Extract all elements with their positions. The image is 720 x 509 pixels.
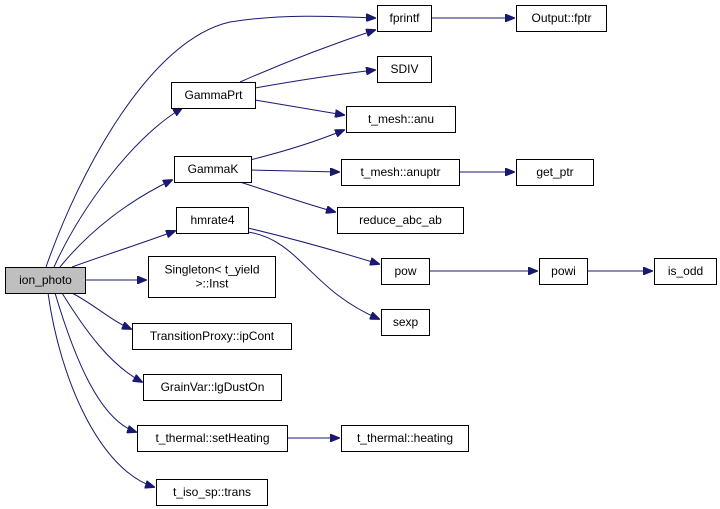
node-box <box>377 5 432 32</box>
node-label: is_odd <box>668 264 703 278</box>
edge-GammaK-to-t_mesh_anu <box>249 130 344 161</box>
node-label: reduce_abc_ab <box>359 213 442 227</box>
node-box <box>346 106 456 133</box>
node-box <box>137 425 288 452</box>
node-pow[interactable]: pow <box>381 258 430 285</box>
node-label: hmrate4 <box>190 213 234 227</box>
node-powi[interactable]: powi <box>539 258 588 285</box>
node-label: GammaPrt <box>184 88 243 102</box>
edge-ion_photo-to-t_thermal_setHeating <box>54 292 136 432</box>
node-label: get_ptr <box>536 165 573 179</box>
edge-GammaPrt-to-SDIV <box>254 70 375 89</box>
node-box <box>174 156 252 183</box>
node-fprintf[interactable]: fprintf <box>377 5 432 32</box>
node-label: t_iso_sp::trans <box>173 485 251 499</box>
edge-GammaK-to-t_mesh_anuptr <box>250 170 339 172</box>
node-box <box>654 258 717 285</box>
node-t_iso_sp_trans[interactable]: t_iso_sp::trans <box>156 479 268 506</box>
node-label: GrainVar::lgDustOn <box>161 380 265 394</box>
edge-hmrate4-to-sexp <box>247 231 379 319</box>
edge-GammaK-to-reduce_abc_ab <box>239 181 335 212</box>
node-label: powi <box>551 264 576 278</box>
node-GrainVar_lgDustOn[interactable]: GrainVar::lgDustOn <box>143 374 282 401</box>
node-label: SDIV <box>390 62 418 76</box>
node-sexp[interactable]: sexp <box>381 309 430 336</box>
node-get_ptr[interactable]: get_ptr <box>516 159 594 186</box>
node-t_mesh_anuptr[interactable]: t_mesh::anuptr <box>341 159 460 186</box>
node-is_odd[interactable]: is_odd <box>654 258 717 285</box>
edge-ion_photo-to-TransitionProxy_ipCont <box>71 292 131 329</box>
node-box <box>148 256 276 298</box>
node-t_thermal_setHeating[interactable]: t_thermal::setHeating <box>137 425 288 452</box>
node-label: >::Inst <box>195 277 229 291</box>
node-label: TransitionProxy::ipCont <box>150 329 275 343</box>
edge-ion_photo-to-t_iso_sp_trans <box>47 292 154 487</box>
edge-ion_photo-to-GammaPrt <box>53 108 182 268</box>
node-Singleton_Inst[interactable]: Singleton< t_yield>::Inst <box>148 256 276 298</box>
node-label: fprintf <box>389 11 420 25</box>
node-label: t_mesh::anuptr <box>360 165 440 179</box>
node-hmrate4[interactable]: hmrate4 <box>176 207 249 234</box>
edge-hmrate4-to-pow <box>247 227 379 264</box>
node-label: sexp <box>393 315 419 329</box>
node-label: Output::fptr <box>531 11 591 25</box>
edges-layer <box>45 16 652 487</box>
node-label: t_thermal::heating <box>357 431 453 445</box>
node-Output_fptr[interactable]: Output::fptr <box>516 5 607 32</box>
edge-GammaPrt-to-t_mesh_anu <box>254 99 344 115</box>
node-box <box>176 207 249 234</box>
node-box <box>377 56 432 83</box>
edge-ion_photo-to-GrainVar_lgDustOn <box>61 292 142 382</box>
node-label: Singleton< t_yield <box>164 263 259 277</box>
node-box <box>381 309 430 336</box>
node-TransitionProxy_ipCont[interactable]: TransitionProxy::ipCont <box>132 323 292 350</box>
node-t_mesh_anu[interactable]: t_mesh::anu <box>346 106 456 133</box>
node-GammaK[interactable]: GammaK <box>174 156 252 183</box>
node-box <box>539 258 588 285</box>
node-box <box>341 159 460 186</box>
node-SDIV[interactable]: SDIV <box>377 56 432 83</box>
node-box <box>5 267 86 294</box>
node-GammaPrt[interactable]: GammaPrt <box>171 82 256 109</box>
node-box <box>337 207 464 234</box>
node-label: t_thermal::setHeating <box>155 431 269 445</box>
edge-ion_photo-to-GammaK <box>59 180 172 268</box>
node-label: t_mesh::anu <box>368 112 434 126</box>
node-box <box>516 5 607 32</box>
node-box <box>143 374 282 401</box>
node-reduce_abc_ab[interactable]: reduce_abc_ab <box>337 207 464 234</box>
node-label: pow <box>394 264 416 278</box>
node-label: ion_photo <box>19 273 72 287</box>
node-t_thermal_heating[interactable]: t_thermal::heating <box>341 425 469 452</box>
node-box <box>381 258 430 285</box>
node-box <box>341 425 469 452</box>
node-box <box>516 159 594 186</box>
edge-GammaPrt-to-fprintf <box>239 30 375 83</box>
node-box <box>156 479 268 506</box>
node-box <box>132 323 292 350</box>
node-ion_photo[interactable]: ion_photo <box>5 267 86 294</box>
edge-ion_photo-to-hmrate4 <box>71 231 175 268</box>
node-label: GammaK <box>188 162 239 176</box>
node-box <box>171 82 256 109</box>
edge-ion_photo-to-fprintf <box>45 16 375 268</box>
